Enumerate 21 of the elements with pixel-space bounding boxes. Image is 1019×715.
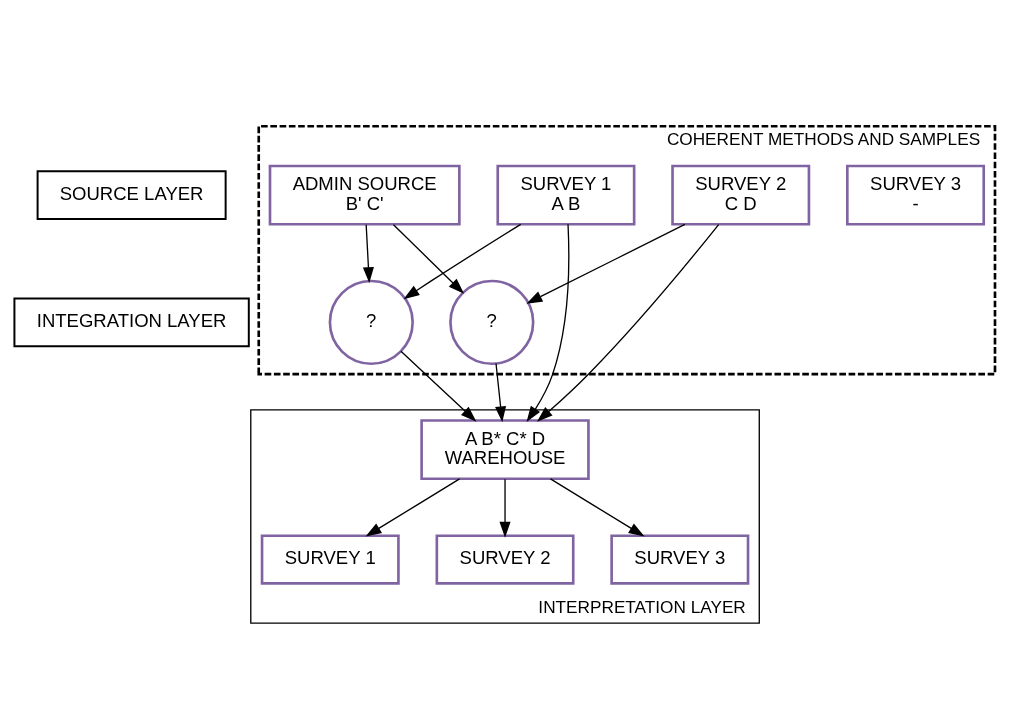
node-box: SURVEY 2 [435, 533, 575, 585]
node-circle: ? [328, 279, 414, 365]
arrow [365, 477, 460, 537]
arrow [525, 223, 686, 304]
arrow [392, 223, 464, 294]
arrow [498, 477, 511, 538]
node-box: SURVEY 1 A B [495, 164, 635, 226]
node-box: A B* C* D WAREHOUSE [419, 418, 590, 480]
node-box: INTEGRATION LAYER [12, 297, 250, 347]
arrow [549, 477, 645, 537]
node-box: SURVEY 2 C D [670, 164, 810, 226]
node-box: SOURCE LAYER [36, 169, 227, 220]
node-box: SURVEY 3 - [845, 164, 985, 226]
arrow [536, 223, 719, 422]
node-box: ADMIN SOURCE B' C' [268, 164, 461, 226]
node-box: SURVEY 1 [260, 533, 400, 585]
arrow [526, 223, 569, 422]
arrow [399, 350, 476, 422]
arrow [403, 223, 521, 299]
node-box: SURVEY 3 [609, 533, 749, 585]
arrow [362, 223, 374, 283]
